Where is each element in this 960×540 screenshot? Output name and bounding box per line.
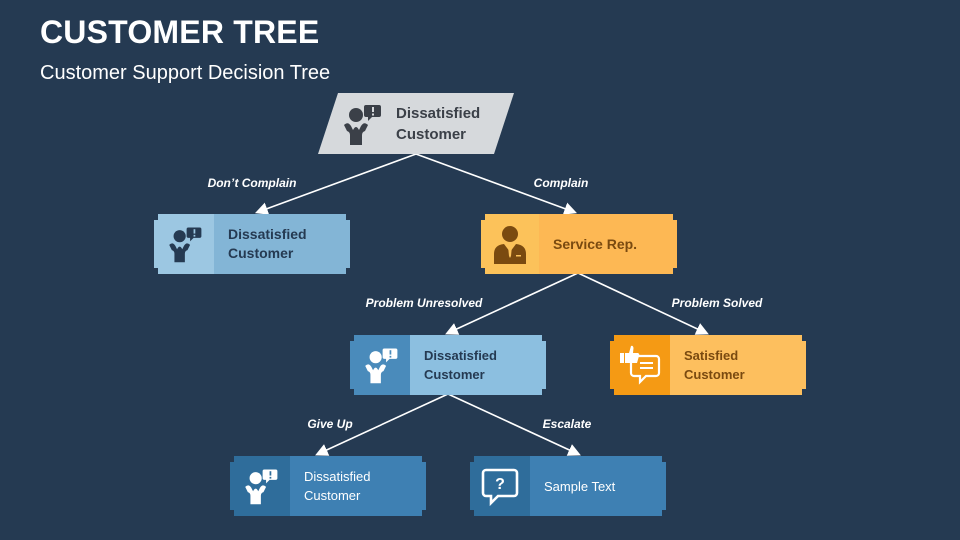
svg-text:?: ? [495, 476, 505, 493]
node-service-rep: Service Rep. [481, 214, 677, 274]
edge-label-complain: Complain [533, 176, 589, 190]
page-title: CUSTOMER TREE [40, 14, 320, 50]
edge-label-problem-unresolved: Problem Unresolved [365, 296, 483, 310]
node-sample-text: ? Sample Text [470, 456, 666, 516]
edge-escalate-line [447, 393, 581, 456]
edge-problem-unresolved-line [445, 272, 579, 335]
page-subtitle: Customer Support Decision Tree [40, 62, 331, 84]
confused-person-icon [350, 335, 410, 395]
edge-label-give-up: Give Up [307, 417, 353, 431]
thumbs-up-chat-icon [610, 335, 670, 395]
node-label: Sample Text [530, 456, 666, 516]
node-label: Service Rep. [539, 214, 677, 274]
edge-dont-complain-line [254, 153, 417, 215]
edge-problem-solved-line [577, 272, 709, 335]
edge-label-problem-solved: Problem Solved [671, 296, 763, 310]
edge-label-dont-complain: Don’t Complain [207, 176, 297, 190]
edge-give-up-line [315, 393, 449, 456]
edge-complain-line [415, 153, 578, 215]
confused-person-icon [154, 214, 214, 274]
question-bubble-icon: ? [470, 456, 530, 516]
confused-person-icon [230, 456, 290, 516]
businessman-icon [481, 214, 539, 274]
confused-person-icon [318, 101, 396, 147]
edge-label-escalate: Escalate [542, 417, 592, 431]
